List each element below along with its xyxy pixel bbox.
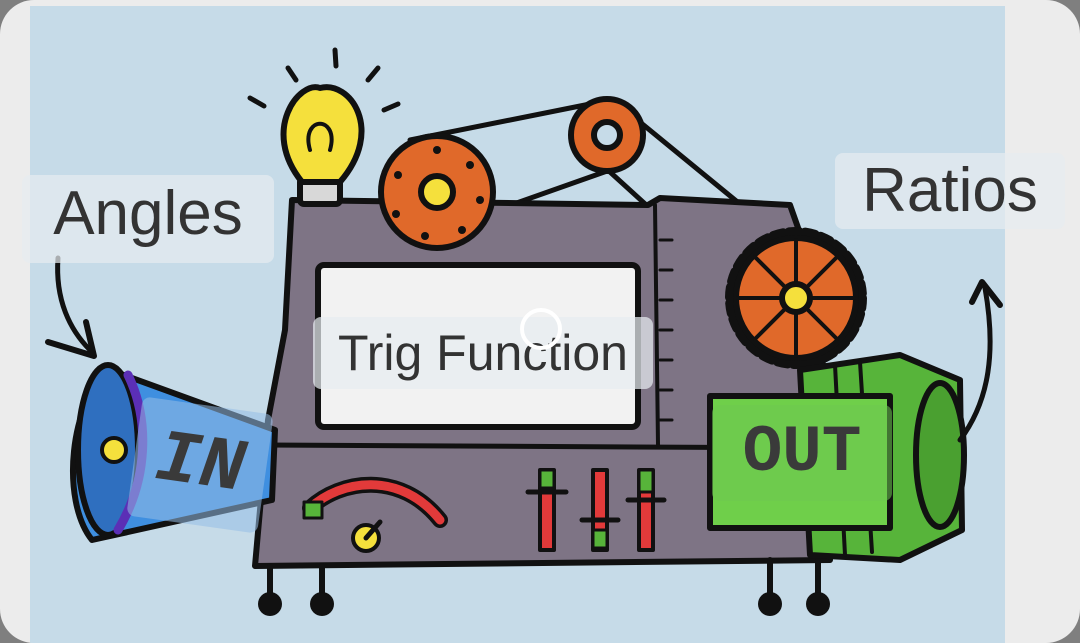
bulb-rays — [247, 47, 401, 113]
gauge — [302, 476, 448, 553]
arrow-angles-in — [45, 255, 97, 359]
out-tag-label: OUT — [712, 405, 892, 501]
pointer-cursor-icon — [520, 308, 562, 350]
trig-function-label: Trig Function — [313, 317, 653, 389]
in-tag-label: IN — [126, 396, 274, 534]
angles-label: Angles — [22, 175, 274, 263]
slider-controls — [525, 468, 667, 552]
ruler-ticks — [658, 238, 674, 422]
lightbulb — [280, 84, 365, 207]
ratios-label: Ratios — [835, 153, 1065, 229]
cog-wheel — [725, 227, 867, 369]
arrow-ratios-out — [957, 279, 1003, 443]
